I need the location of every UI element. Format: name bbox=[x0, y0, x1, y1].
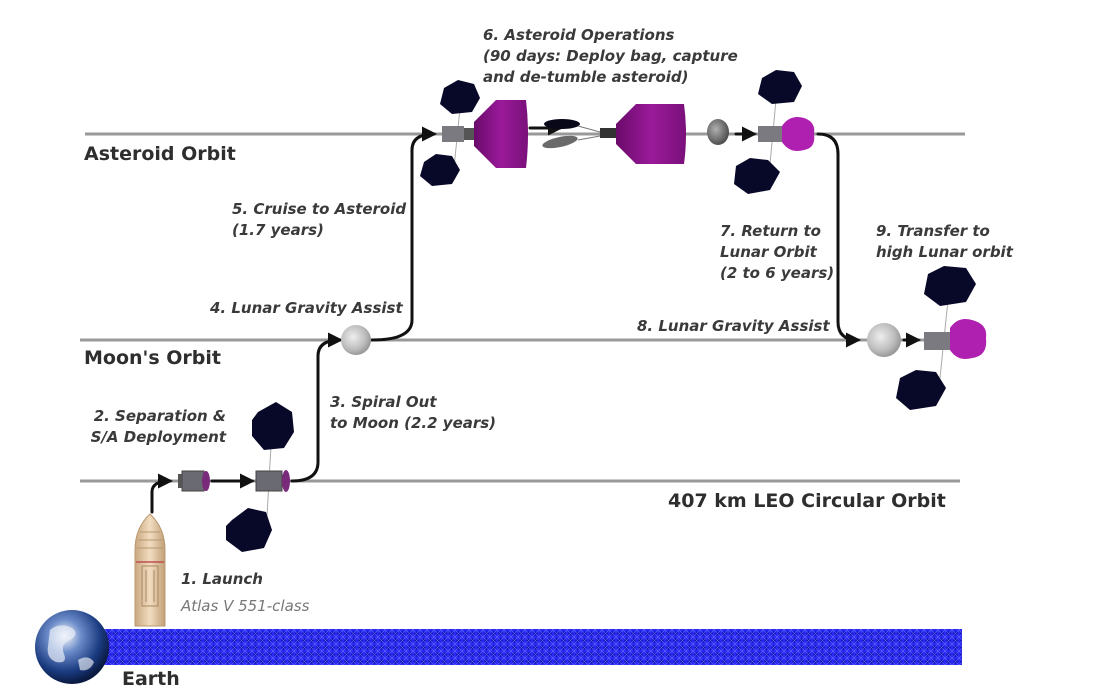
solar-array-icon bbox=[896, 370, 946, 410]
spacecraft-stowed-icon bbox=[178, 470, 210, 492]
earth-globe-icon bbox=[35, 610, 109, 684]
step-2-label: 2. Separation & S/A Deployment bbox=[90, 407, 226, 446]
moon-icon bbox=[341, 325, 371, 355]
launch-vehicle-label: Atlas V 551-class bbox=[181, 597, 310, 615]
step-4-label: 4. Lunar Gravity Assist bbox=[210, 299, 403, 317]
moon-orbit-label: Moon's Orbit bbox=[84, 347, 221, 369]
earth-label: Earth bbox=[122, 668, 180, 690]
step-9-label: 9. Transfer to high Lunar orbit bbox=[876, 222, 1013, 261]
step-1-label: 1. Launch Atlas V 551-class bbox=[181, 570, 310, 615]
solar-array-icon bbox=[226, 508, 272, 552]
spacecraft-deployed-icon bbox=[226, 402, 294, 552]
spacecraft-high-lunar-orbit-icon bbox=[896, 266, 987, 410]
path-return bbox=[816, 132, 861, 348]
solar-array-icon bbox=[734, 158, 780, 194]
moon-icon bbox=[867, 323, 901, 357]
spacecraft-bag-deployed-icon bbox=[420, 80, 528, 186]
solar-array-icon bbox=[420, 154, 460, 186]
step-7-label: 7. Return to Lunar Orbit (2 to 6 years) bbox=[720, 222, 835, 282]
step-5-label: 5. Cruise to Asteroid (1.7 years) bbox=[232, 200, 407, 239]
path-launch-to-leo bbox=[150, 473, 173, 514]
solar-array-icon bbox=[252, 402, 294, 450]
capture-sequence-icon bbox=[542, 104, 686, 164]
earth-surface-band bbox=[100, 629, 962, 665]
solar-array-icon bbox=[758, 70, 802, 104]
flight-path bbox=[150, 120, 921, 514]
asteroid-icon bbox=[707, 119, 729, 145]
asteroid-orbit-label: Asteroid Orbit bbox=[84, 143, 236, 165]
step-6-label: 6. Asteroid Operations (90 days: Deploy … bbox=[483, 26, 738, 86]
step-8-label: 8. Lunar Gravity Assist bbox=[637, 317, 830, 335]
spacecraft-captured-asteroid-icon bbox=[734, 70, 815, 194]
path-spiral-out bbox=[290, 332, 343, 483]
solar-array-icon bbox=[924, 266, 976, 306]
solar-array-icon bbox=[440, 80, 480, 114]
rocket-icon bbox=[134, 513, 166, 627]
path-cruise bbox=[370, 126, 437, 342]
leo-orbit-label: 407 km LEO Circular Orbit bbox=[668, 490, 946, 512]
step-3-label: 3. Spiral Out to Moon (2.2 years) bbox=[330, 393, 497, 432]
